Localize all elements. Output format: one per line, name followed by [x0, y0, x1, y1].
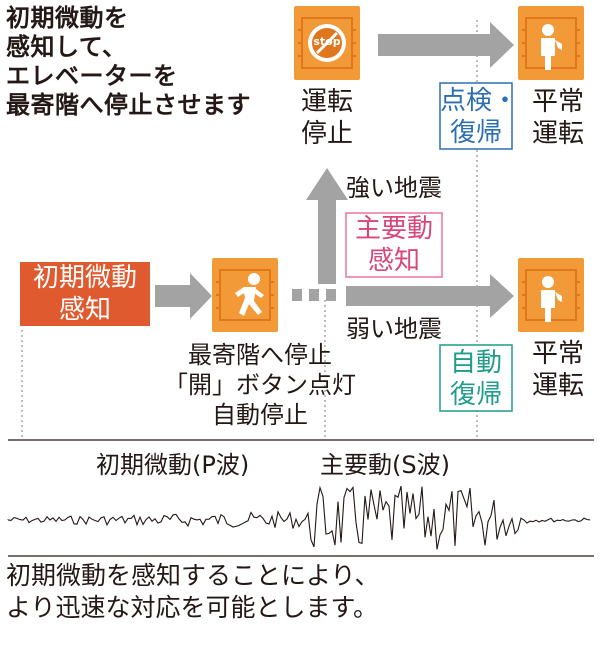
elevator-running-person-icon	[211, 257, 279, 333]
arrow-to-first-stop	[155, 273, 212, 319]
dash-3	[326, 289, 336, 301]
arrow-right-top	[378, 22, 514, 68]
normal-operation-top-label: 平常 運転	[531, 87, 584, 149]
inspection-recovery-box	[439, 82, 513, 150]
dash-2	[309, 289, 319, 301]
inspection-recovery-label: 点検・ 復帰	[440, 86, 519, 148]
seismic-waveform	[7, 485, 591, 550]
weak-quake-label: 弱い地震	[346, 315, 442, 343]
strong-quake-label: 強い地震	[346, 174, 442, 202]
s-wave-label: 主要動(S波)	[320, 451, 450, 479]
intro-text: 初期微動を 感知して、 エレベーターを 最寄階へ停止させます	[6, 4, 251, 119]
elevator-normal-top-icon	[517, 5, 585, 81]
first-stop-label: 最寄階へ停止 「開」ボタン点灯 自動停止	[164, 341, 356, 429]
initial-detect-box	[20, 262, 150, 326]
arrow-up-strong	[306, 168, 348, 284]
operation-stop-label: 運転 停止	[300, 87, 353, 149]
normal-operation-bottom-label: 平常 運転	[531, 339, 584, 401]
dash-1	[292, 289, 302, 301]
p-wave-label: 初期微動(P波)	[96, 451, 250, 479]
main-detect-box	[345, 212, 443, 278]
auto-recovery-box	[439, 344, 513, 412]
elevator-normal-bottom-icon	[517, 257, 585, 333]
elevator-stop-icon	[293, 5, 361, 81]
stop-sign-text: stop	[313, 35, 341, 48]
main-detect-label: 主要動 感知	[354, 214, 433, 276]
arrow-right-weak	[346, 274, 514, 318]
auto-recovery-label: 自動 復帰	[449, 348, 502, 410]
initial-detect-label: 初期微動 感知	[32, 263, 137, 325]
footer-text: 初期微動を感知することにより、 より迅速な対応を可能とします。	[6, 561, 380, 622]
